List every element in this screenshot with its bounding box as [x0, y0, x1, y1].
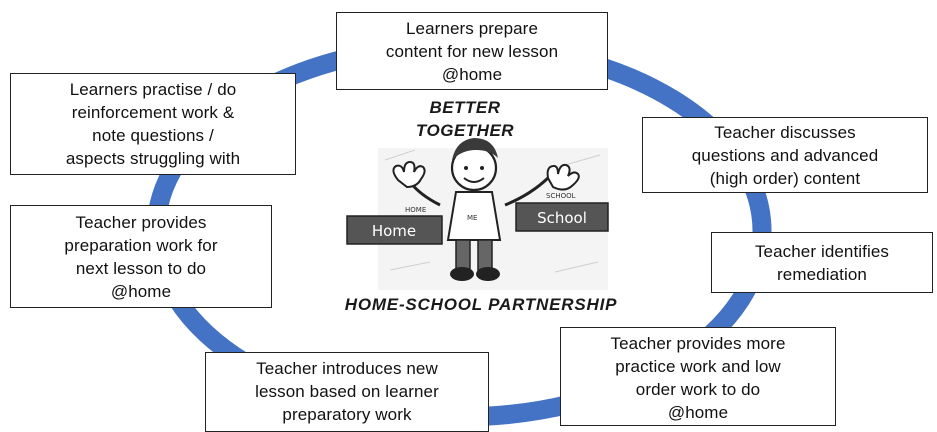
home-sign [346, 215, 443, 245]
child-illustration: Home School HOME ME SCHOOL [346, 138, 609, 290]
better-together-line2: TOGETHER [415, 121, 515, 140]
cycle-box-learners-practise: Learners practise / do reinforcement wor… [10, 73, 296, 175]
home-school-partnership-title: HOME-SCHOOL PARTNERSHIP [344, 295, 618, 314]
school-sign-label: School [537, 209, 587, 227]
cycle-box-teacher-introduces: Teacher introduces new lesson based on l… [205, 352, 489, 432]
small-home-label: HOME [405, 206, 426, 214]
cycle-box-teacher-provides-practice: Teacher provides more practice work and … [560, 327, 836, 426]
cycle-box-text: Teacher provides more practice work and … [610, 333, 786, 422]
better-together-title: BETTER TOGETHER [400, 96, 530, 142]
small-school-label: SCHOOL [546, 192, 576, 200]
cycle-box-text: Learners prepare content for new lesson … [385, 18, 559, 84]
school-sign [515, 202, 609, 232]
cycle-box-teacher-provides-preparation: Teacher provides preparation work for ne… [10, 205, 272, 308]
cycle-box-learners-prepare: Learners prepare content for new lesson … [336, 12, 608, 90]
cycle-box-teacher-identifies: Teacher identifies remediation [711, 232, 933, 293]
cycle-box-text: Teacher provides preparation work for ne… [64, 212, 218, 301]
cycle-box-text: Teacher identifies remediation [754, 241, 890, 284]
home-sign-label: Home [372, 222, 416, 240]
cycle-box-text: Teacher introduces new lesson based on l… [255, 359, 439, 424]
cycle-box-text: Teacher discusses questions and advanced… [691, 122, 879, 188]
small-me-label: ME [467, 214, 477, 222]
better-together-line1: BETTER [429, 98, 501, 117]
cycle-box-text: Learners practise / do reinforcement wor… [65, 80, 241, 168]
cycle-box-teacher-discusses: Teacher discusses questions and advanced… [642, 117, 928, 193]
